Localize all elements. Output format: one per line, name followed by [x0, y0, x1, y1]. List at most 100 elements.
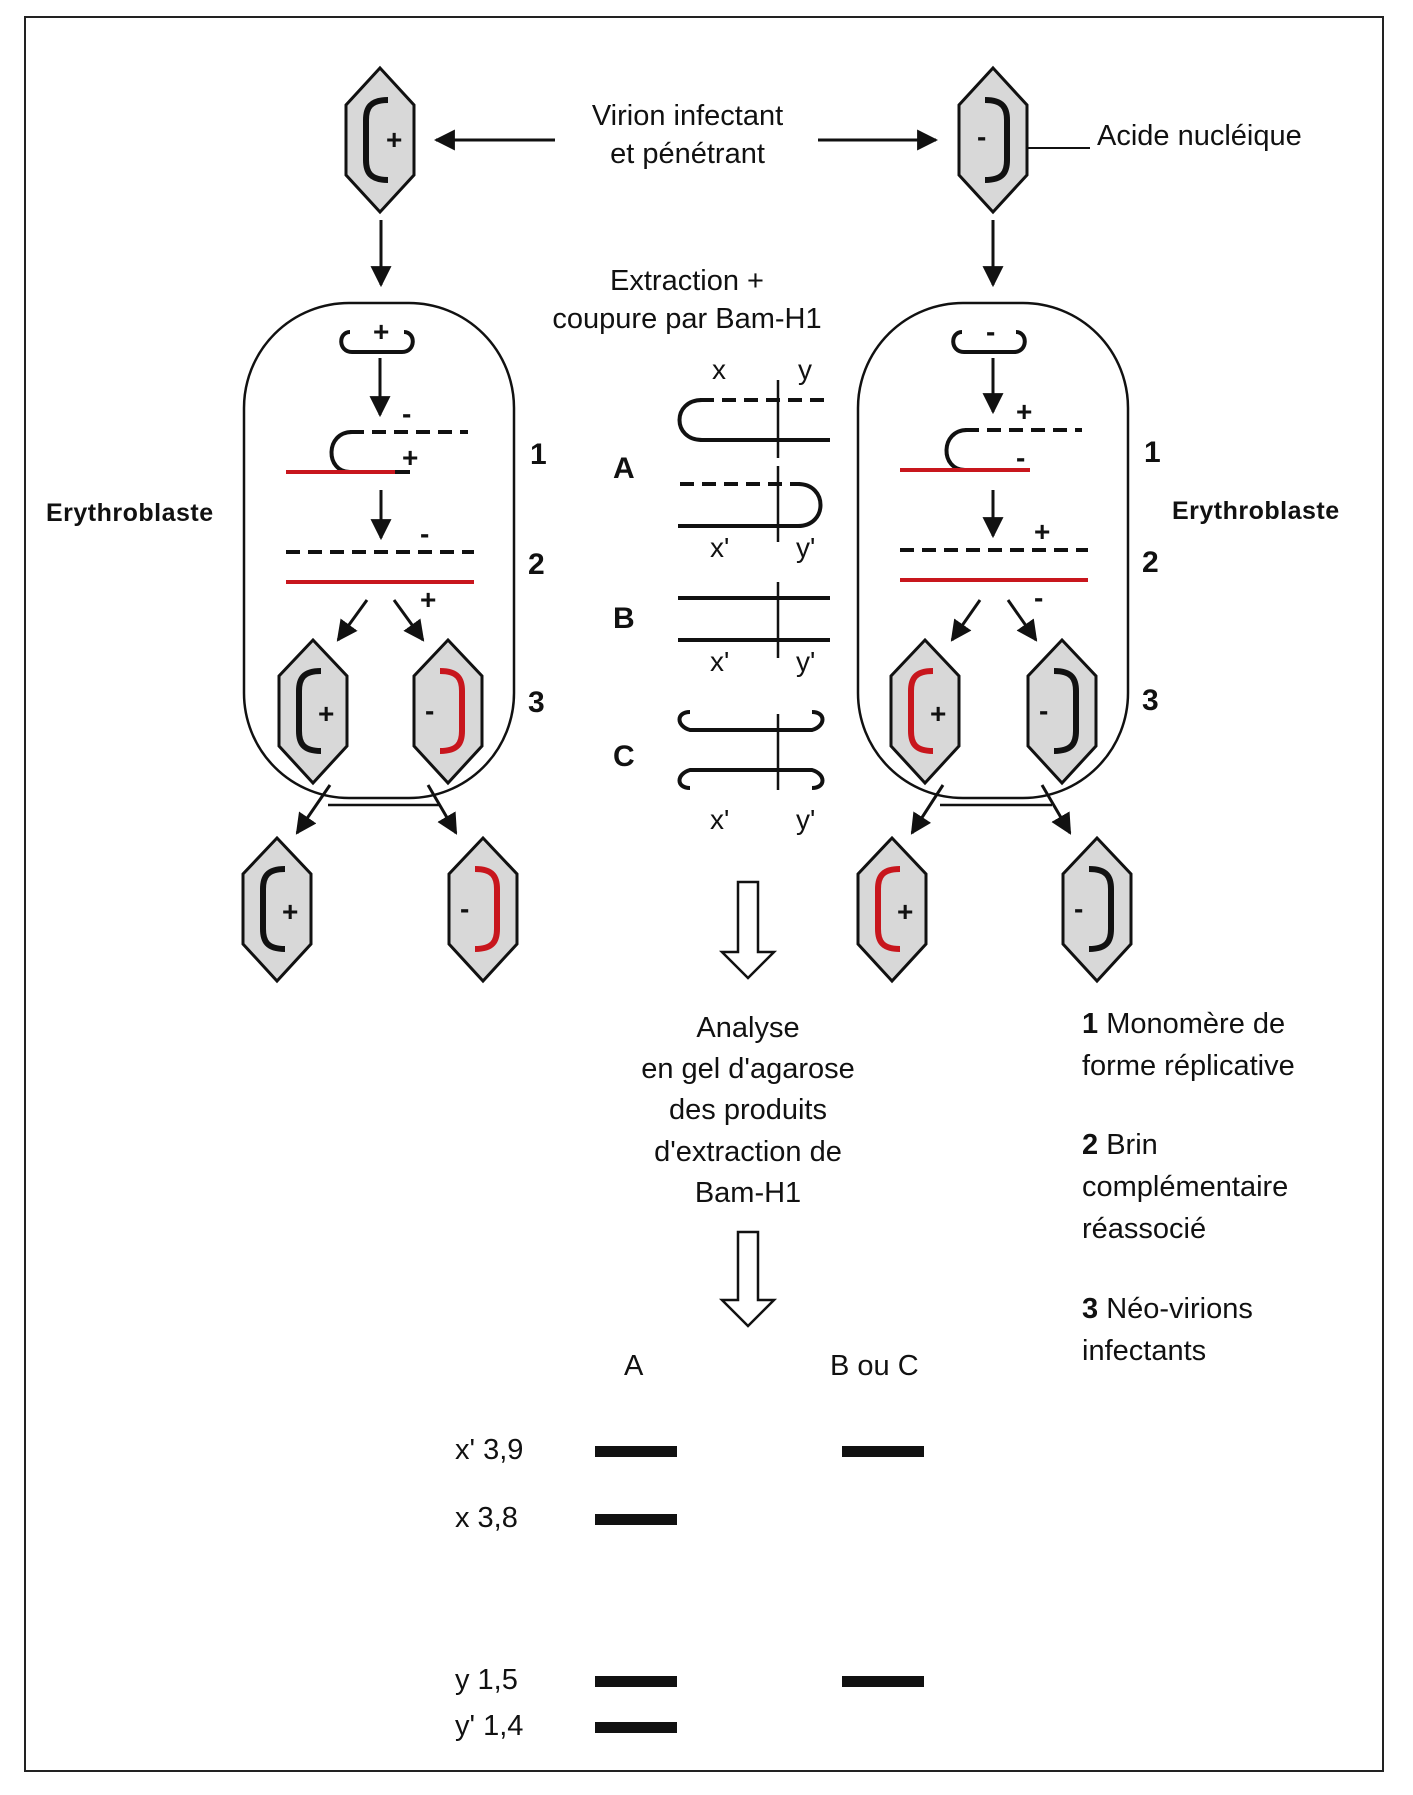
arrow-exit-left-a — [295, 784, 332, 835]
arrow-split-left-b — [392, 599, 425, 642]
band-a-x — [595, 1514, 677, 1525]
analyse-line-5: Bam-H1 — [694, 1176, 802, 1209]
band-label-xp: x' 3,9 — [455, 1434, 524, 1466]
band-label-x: x 3,8 — [455, 1502, 518, 1534]
form-C-letter: C — [613, 740, 635, 773]
band-a-y — [595, 1676, 677, 1687]
step-1-left: 1 — [530, 438, 547, 471]
released-virion-minus-left — [447, 835, 519, 984]
neovirion-minus-left-inner — [412, 637, 484, 786]
hairpin-left-1 — [329, 430, 353, 474]
neovirion-plus-right-inner — [889, 637, 961, 786]
virion-minus-top — [957, 65, 1029, 215]
legend-2-line2: complémentaire — [1082, 1171, 1289, 1204]
end-xp-a: x' — [710, 532, 730, 563]
erythroblaste-left-cell — [242, 301, 516, 800]
sign-plus-neo-left: + — [318, 698, 335, 729]
analyse-line-3: des produits — [669, 1094, 827, 1127]
gel-col-bc: B ou C — [830, 1350, 919, 1382]
sign-plus-left-2: + — [420, 584, 437, 615]
form-A-bottom — [678, 466, 823, 542]
sign-minus-neo-right: - — [1039, 695, 1049, 726]
sign-plus-released-left: + — [282, 896, 299, 927]
end-yp-c: y' — [796, 804, 816, 835]
circular-minus-strand-right — [951, 330, 1027, 354]
circular-plus-strand-left — [339, 330, 415, 354]
sign-minus-top-virion: - — [977, 121, 987, 152]
legend-3-line2: infectants — [1082, 1335, 1207, 1368]
arrow-exit-left-b — [426, 784, 458, 835]
extraction-label-line2: coupure par Bam-H1 — [552, 302, 822, 335]
sign-minus-released-left: - — [460, 893, 470, 924]
analyse-line-2: en gel d'agarose — [641, 1053, 855, 1086]
band-bc-xp — [842, 1446, 924, 1457]
erythroblaste-right-cell — [856, 301, 1130, 800]
sign-minus-right-2: - — [1034, 582, 1044, 613]
form-A-letter: A — [613, 452, 635, 485]
end-yp-b: y' — [796, 646, 816, 677]
form-A-top — [677, 380, 830, 458]
legend-2-line1: Brin — [1106, 1129, 1158, 1161]
released-virion-minus-right — [1061, 835, 1133, 984]
legend-3-line1: Néo-virions — [1106, 1293, 1253, 1325]
end-xp-b: x' — [710, 646, 730, 677]
end-yp-a: y' — [796, 532, 816, 563]
sign-minus-left-1: - — [402, 398, 412, 429]
figure-frame — [24, 16, 1384, 1772]
step-2-right: 2 — [1142, 546, 1159, 579]
end-y: y — [798, 354, 812, 385]
neovirion-minus-right-inner — [1026, 637, 1098, 786]
hollow-arrow-1 — [718, 880, 778, 980]
band-a-yp — [595, 1722, 677, 1733]
hairpin-right-1 — [944, 428, 968, 472]
arrow-split-left-a — [336, 599, 369, 642]
virion-label-line1: Virion infectant — [591, 100, 784, 132]
band-label-y: y 1,5 — [455, 1664, 518, 1696]
sign-plus-top-virion: + — [386, 124, 403, 155]
band-label-yp: y' 1,4 — [455, 1710, 524, 1742]
gel-bands — [595, 1446, 924, 1733]
form-B-letter: B — [613, 602, 635, 635]
legend-1-line1: Monomère de — [1106, 1008, 1286, 1040]
sign-plus-released-right: + — [897, 896, 914, 927]
legend-item-3: 3 Néo-virions infectants — [1082, 1288, 1253, 1372]
legend-1-line2: forme réplicative — [1082, 1050, 1295, 1083]
form-C — [677, 710, 825, 790]
sign-minus-neo-left: - — [425, 695, 435, 726]
sign-plus-left-1: + — [402, 442, 419, 473]
legend-2-num: 2 — [1082, 1129, 1099, 1161]
virion-plus-top — [344, 65, 416, 215]
legend-item-2: 2 Brin complémentaire réassocié — [1082, 1124, 1288, 1250]
neovirion-plus-left-inner — [277, 637, 349, 786]
legend-2-line3: réassocié — [1082, 1213, 1207, 1246]
sign-minus-right-1: - — [1016, 442, 1026, 473]
arrow-split-right-a — [950, 599, 982, 642]
band-bc-y — [842, 1676, 924, 1687]
analyse-label: Analyse en gel d'agarose des produits d'… — [598, 1008, 898, 1214]
virion-label-line2: et pénétrant — [610, 137, 765, 170]
arrow-exit-right-a — [910, 784, 945, 835]
sign-plus-neo-right: + — [930, 698, 947, 729]
step-1-right: 1 — [1144, 436, 1161, 469]
gel-col-a: A — [624, 1350, 644, 1382]
acide-nucleique-label: Acide nucléique — [1097, 120, 1302, 152]
end-xp-c: x' — [710, 804, 730, 835]
extraction-label-line1: Extraction + — [610, 265, 764, 297]
legend-item-1: 1 Monomère de forme réplicative — [1082, 1003, 1295, 1087]
legend-3-num: 3 — [1082, 1293, 1099, 1325]
step-2-left: 2 — [528, 548, 545, 581]
end-x: x — [712, 354, 726, 385]
erythroblaste-left-label: Erythroblaste — [46, 499, 214, 527]
sign-minus-released-right: - — [1074, 893, 1084, 924]
released-virion-plus-right — [856, 835, 928, 984]
virion-label: Virion infectant et pénétrant — [565, 98, 810, 173]
released-virion-plus-left — [241, 835, 313, 984]
arrow-split-right-b — [1006, 599, 1038, 642]
erythroblaste-right-label: Erythroblaste — [1172, 497, 1340, 525]
form-B — [678, 582, 830, 658]
legend-1-num: 1 — [1082, 1008, 1099, 1040]
sign-plus-right-2: + — [1034, 516, 1051, 547]
analyse-line-1: Analyse — [696, 1012, 800, 1044]
hollow-arrow-2 — [718, 1230, 778, 1328]
